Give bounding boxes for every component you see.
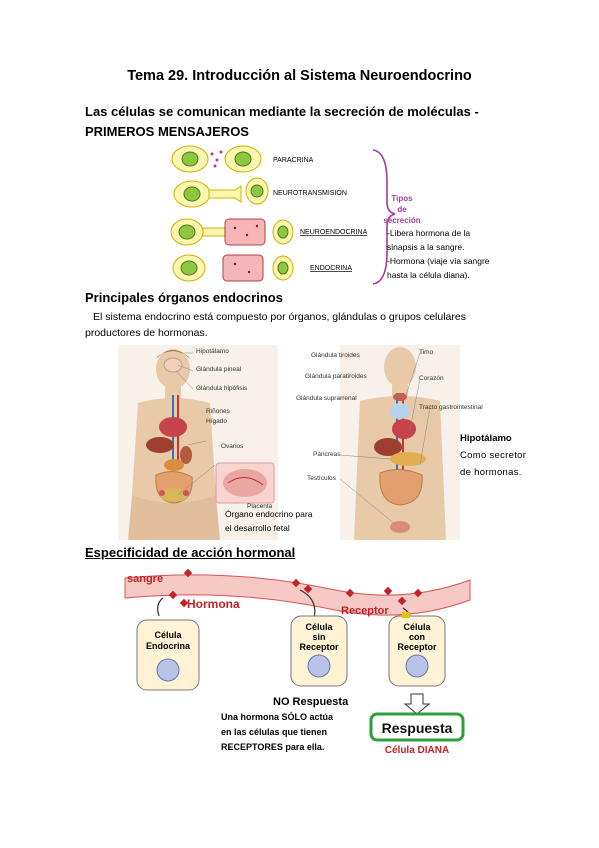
cell2-line1: Célula xyxy=(305,622,333,632)
label-testiculos: Testículos xyxy=(307,475,336,482)
cell3-line2: con xyxy=(409,632,425,642)
hypothalamus-title: Hipotálamo xyxy=(460,433,512,444)
cell1-line2: Endocrina xyxy=(146,641,191,651)
hormone-specificity-figure: sangre Hormona Receptor Célula Endocrina… xyxy=(124,568,471,756)
cell1-line1: Célula xyxy=(154,630,182,640)
note3-line3: RECEPTORES para ella. xyxy=(221,742,325,752)
section3-heading: Especificidad de acción hormonal xyxy=(85,545,296,560)
label-hipotalamo: Hipotálamo xyxy=(196,348,229,355)
section2-heading: Principales órganos endocrinos xyxy=(85,290,283,305)
label-higado: Hígado xyxy=(206,418,227,425)
neurotransmission-diagram xyxy=(173,177,269,208)
label-glandula-paratiroides: Glándula paratiroides xyxy=(305,373,367,380)
tipos-line1: Tipos xyxy=(391,194,413,203)
endocrine-diagram xyxy=(172,254,294,282)
note-line-1: -Libera hormona de la xyxy=(387,228,471,238)
secretion-notes: -Libera hormona de la sinapsis a la sang… xyxy=(387,226,527,282)
male-body-figure xyxy=(339,345,460,540)
label-tracto-gastrointestinal: Tracto gastrointestinal xyxy=(419,404,483,411)
label-corazon: Corazón xyxy=(419,375,444,382)
label-glandula-hipofisis: Glándula hipófisis xyxy=(196,385,248,392)
label-neuroendocrina: NEUROENDOCRINA xyxy=(300,229,368,236)
cell3-line1: Célula xyxy=(403,622,431,632)
label-celula-diana: Célula DIANA xyxy=(385,745,449,756)
label-glandula-tiroides: Glándula tiroides xyxy=(311,352,360,359)
bracket xyxy=(372,149,396,285)
blood-vessel xyxy=(124,574,471,616)
note-line-4: hasta la célula diana). xyxy=(387,270,470,280)
tipos-line2: de xyxy=(397,205,407,214)
page-title: Tema 29. Introducción al Sistema Neuroen… xyxy=(127,68,472,84)
cell-endocrine xyxy=(136,619,200,691)
label-placenta: Placenta xyxy=(247,503,273,510)
secretion-types-figure: PARACRINA NEUROTRANSMISIÓN NEUROENDOCRIN… xyxy=(170,145,421,285)
label-hormona: Hormona xyxy=(187,597,240,611)
label-timo: Timo xyxy=(419,349,434,356)
specificity-note: Una hormona SÓLO actúa en las células qu… xyxy=(221,710,333,755)
label-sangre: sangre xyxy=(127,573,163,585)
label-glandula-pineal: Glándula pineal xyxy=(196,366,242,373)
note-line-2: sinapsis a la sangre. xyxy=(387,242,465,252)
cell-endocrine-nucleus xyxy=(156,658,180,682)
note3-line1: Una hormona SÓLO actúa xyxy=(221,712,334,722)
cell2-line3: Receptor xyxy=(299,642,339,652)
section1-heading-line1: Las células se comunican mediante la sec… xyxy=(85,104,479,119)
section2-text-line2: productores de hormonas. xyxy=(85,327,208,339)
cell-with-receptor xyxy=(388,615,446,687)
neuroendocrine-diagram xyxy=(170,218,294,246)
hypothalamus-line1: Como secretor xyxy=(460,450,527,461)
placenta-note-line2: el desarrollo fetal xyxy=(225,523,290,533)
note3-line2: en las células que tienen xyxy=(221,727,328,737)
cell3-line3: Receptor xyxy=(397,642,437,652)
label-ovarios: Ovarios xyxy=(221,443,244,450)
section1-heading-line2: PRIMEROS MENSAJEROS xyxy=(85,124,249,139)
cell2-line2: sin xyxy=(312,632,325,642)
note-line-3: -Hormona (viaje vía sangre xyxy=(387,256,490,266)
response-box xyxy=(369,712,465,742)
female-body-figure xyxy=(118,345,278,540)
hypothalamus-line2: de hormonas. xyxy=(460,467,522,478)
label-endocrina: ENDOCRINA xyxy=(310,265,352,272)
section2-text-line1: El sistema endocrino está compuesto por … xyxy=(93,311,466,323)
arrow-down-icon xyxy=(403,693,431,715)
paracrine-diagram xyxy=(171,145,262,173)
label-paracrina: PARACRINA xyxy=(273,157,314,164)
placenta-note-line1: Órgano endocrino para xyxy=(225,509,313,519)
label-no-respuesta: NO Respuesta xyxy=(273,696,349,708)
label-glandula-suprarrenal: Glándula suprarrenal xyxy=(296,395,357,402)
label-neurotransmision: NEUROTRANSMISIÓN xyxy=(273,188,347,197)
tipos-line3: secreción xyxy=(383,216,420,225)
label-respuesta: Respuesta xyxy=(382,720,453,736)
label-pancreas: Páncreas xyxy=(313,451,341,458)
label-rinones: Riñones xyxy=(206,408,230,415)
cell-no-receptor xyxy=(290,615,348,687)
label-receptor: Receptor xyxy=(341,605,389,617)
